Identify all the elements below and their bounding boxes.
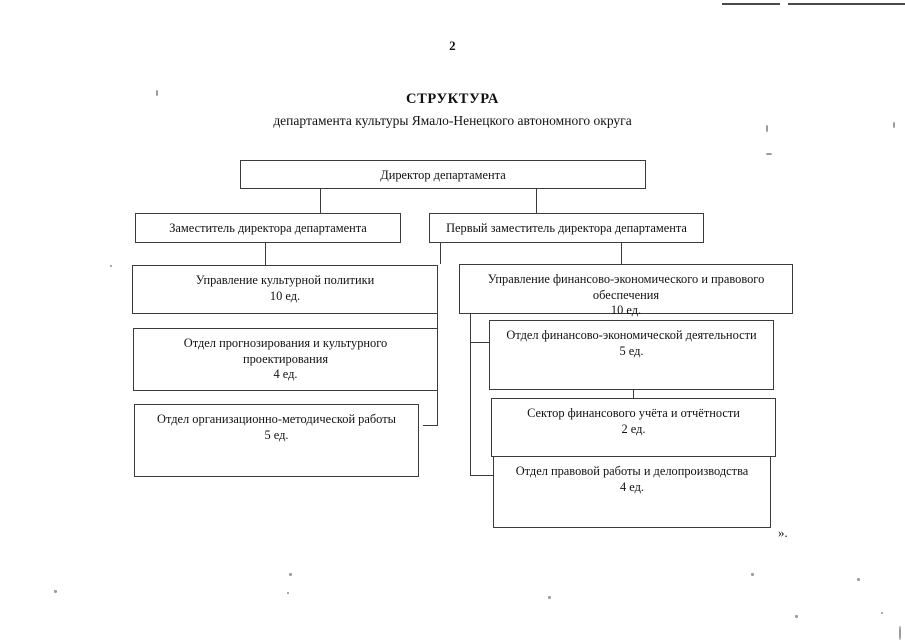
connector-first-deputy-drop <box>621 242 623 264</box>
scan-speck <box>893 122 895 128</box>
node-org-method-division[interactable]: Отдел организационно-методической работы… <box>134 404 419 477</box>
scan-speck <box>766 153 772 155</box>
connector-culture-policy-to-org-method <box>423 425 438 427</box>
connector-deputy-to-culture-policy <box>265 242 267 266</box>
node-org-method-division-label: Отдел организационно-методической работы <box>157 412 396 426</box>
scan-speck <box>110 265 112 267</box>
node-legal-records-division-staff: 4 ед. <box>619 479 645 494</box>
scan-speck <box>54 590 57 593</box>
node-director-label: Директор департамента <box>380 168 506 182</box>
scan-artifact-line <box>788 3 905 5</box>
node-legal-records-division[interactable]: Отдел правовой работы и делопроизводства… <box>493 456 771 528</box>
connector-finance-legal-to-legal-records <box>470 475 494 477</box>
connector-first-deputy-to-finance-legal <box>440 242 442 264</box>
closing-quote-mark: ». <box>778 525 788 540</box>
page-subtitle: департамента культуры Ямало-Ненецкого ав… <box>273 113 632 128</box>
scan-speck <box>751 573 754 576</box>
scan-speck <box>899 626 901 640</box>
node-forecasting-division[interactable]: Отдел прогнозирования и культурного прое… <box>133 328 438 391</box>
connector-director-to-first-deputy <box>536 188 538 215</box>
node-forecasting-division-label-line1: Отдел прогнозирования и культурного <box>183 336 388 350</box>
page-title: СТРУКТУРА <box>406 91 499 107</box>
node-finance-legal-dept[interactable]: Управление финансово-экономического и пр… <box>459 264 793 317</box>
node-legal-records-division-label: Отдел правовой работы и делопроизводства <box>515 464 749 478</box>
scan-artifact-line <box>722 3 780 5</box>
connector-director-to-deputy <box>320 188 322 215</box>
scan-speck <box>881 612 883 614</box>
node-first-deputy-director[interactable]: Первый заместитель директора департамент… <box>429 213 704 243</box>
scan-speck <box>766 125 768 132</box>
connector-finance-legal-spine <box>470 313 472 476</box>
node-culture-policy-dept-label: Управление культурной политики <box>195 273 375 287</box>
node-finance-legal-dept-label-line2: обеспечения <box>592 287 660 302</box>
connector-finance-legal-to-finance-activity <box>470 342 490 344</box>
scan-speck <box>548 596 551 599</box>
node-finance-activity-division[interactable]: Отдел финансово-экономической деятельнос… <box>489 320 774 390</box>
node-accounting-sector-staff: 2 ед. <box>621 421 646 436</box>
node-finance-legal-dept-label-line1: Управление финансово-экономического и пр… <box>487 272 765 286</box>
node-culture-policy-dept-staff: 10 ед. <box>269 288 301 303</box>
node-accounting-sector-label: Сектор финансового учёта и отчётности <box>527 406 740 420</box>
node-finance-activity-division-staff: 5 ед. <box>619 343 644 358</box>
scan-speck <box>289 573 292 576</box>
node-org-method-division-staff: 5 ед. <box>264 427 289 442</box>
node-forecasting-division-staff: 4 ед. <box>273 367 298 381</box>
scan-speck <box>156 90 158 96</box>
scan-speck <box>857 578 860 581</box>
document-title-block: СТРУКТУРА департамента культуры Ямало-Не… <box>0 90 905 130</box>
node-finance-activity-division-label: Отдел финансово-экономической деятельнос… <box>506 328 757 342</box>
node-director[interactable]: Директор департамента <box>240 160 646 189</box>
node-culture-policy-dept[interactable]: Управление культурной политики 10 ед. <box>132 265 438 314</box>
node-deputy-director[interactable]: Заместитель директора департамента <box>135 213 401 243</box>
node-forecasting-division-label-line2: проектирования <box>242 351 329 366</box>
node-accounting-sector[interactable]: Сектор финансового учёта и отчётности 2 … <box>491 398 776 457</box>
scan-speck <box>795 615 798 618</box>
node-first-deputy-director-label: Первый заместитель директора департамент… <box>446 221 687 235</box>
connector-finance-activity-to-accounting <box>633 390 635 404</box>
scan-speck <box>287 592 289 594</box>
page-number: 2 <box>449 38 456 53</box>
node-finance-legal-dept-staff: 10 ед. <box>610 303 642 317</box>
node-deputy-director-label: Заместитель директора департамента <box>169 221 367 235</box>
